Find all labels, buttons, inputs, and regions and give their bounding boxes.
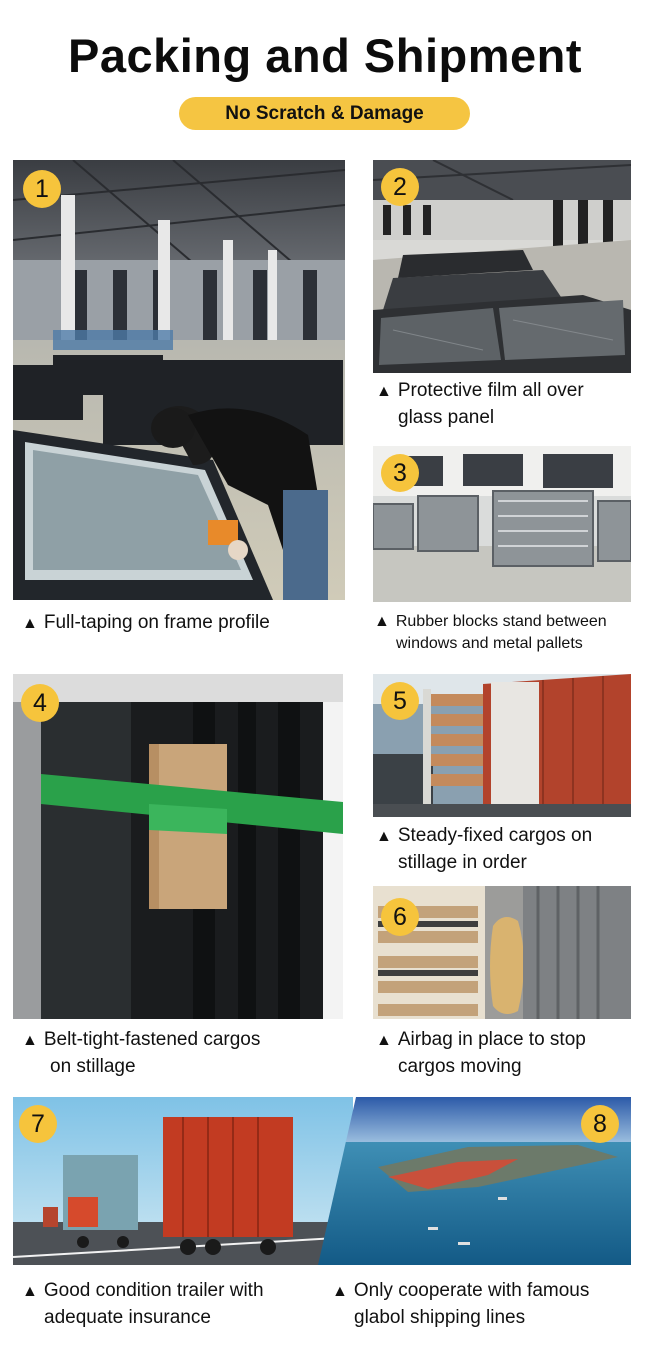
triangle-icon: ▲: [376, 383, 392, 400]
step-number-badge: 8: [581, 1105, 619, 1143]
caption-line: adequate insurance: [44, 1307, 211, 1328]
container-loading-illustration: [373, 674, 631, 817]
caption-line: Only cooperate with famous: [353, 1280, 590, 1301]
step-number-badge: 3: [381, 454, 419, 492]
photo-steady-fixed: 5: [373, 674, 631, 817]
caption-step-4: ▲ Belt-tight-fastened cargos on stillage: [22, 1027, 352, 1080]
caption-step-6: ▲ Airbag in place to stop cargos moving: [376, 1027, 641, 1080]
caption-step-7: ▲ Good condition trailer with adequate in…: [22, 1278, 322, 1331]
triangle-icon: ▲: [376, 828, 392, 845]
triangle-icon: ▲: [376, 1032, 392, 1049]
glass-panels-illustration: [373, 160, 631, 373]
warehouse-taping-illustration: [13, 160, 345, 600]
photo-belt-fastened: 4: [13, 674, 343, 1019]
caption-line: Full-taping on frame profile: [43, 612, 270, 633]
caption-line: Airbag in place to stop: [397, 1029, 586, 1050]
caption-line: Rubber blocks stand between: [395, 613, 607, 630]
triangle-icon: ▲: [374, 613, 390, 630]
triangle-icon: ▲: [332, 1283, 348, 1300]
port-aerial-illustration: [318, 1097, 631, 1265]
step-number-badge: 7: [19, 1105, 57, 1143]
caption-line: glabol shipping lines: [354, 1307, 526, 1328]
triangle-icon: ▲: [22, 1032, 38, 1049]
caption-step-3: ▲ Rubber blocks stand between windows and…: [374, 611, 644, 655]
caption-line: Good condition trailer with: [43, 1280, 264, 1301]
caption-step-8: ▲ Only cooperate with famous glabol shipp…: [332, 1278, 644, 1331]
step-number-badge: 4: [21, 684, 59, 722]
caption-line: glass panel: [398, 407, 495, 428]
caption-line: windows and metal pallets: [396, 635, 583, 652]
caption-line: Steady-fixed cargos on: [397, 825, 593, 846]
photo-airbag: 6: [373, 886, 631, 1019]
photo-protective-film: 2: [373, 160, 631, 373]
caption-step-5: ▲ Steady-fixed cargos on stillage in orde…: [376, 823, 641, 876]
photo-trailer: 7: [13, 1097, 353, 1265]
caption-line: Belt-tight-fastened cargos: [43, 1029, 261, 1050]
photo-shipping-lines: 8: [318, 1097, 631, 1265]
caption-line: stillage in order: [398, 852, 527, 873]
step-number-badge: 2: [381, 168, 419, 206]
photo-rubber-blocks: 3: [373, 446, 631, 602]
step-number-badge: 1: [23, 170, 61, 208]
photo-full-taping: 1: [13, 160, 345, 600]
step-number-badge: 6: [381, 898, 419, 936]
page-title: Packing and Shipment: [67, 29, 583, 82]
caption-step-1: ▲ Full-taping on frame profile: [22, 610, 352, 637]
caption-line: on stillage: [50, 1056, 136, 1077]
caption-line: Protective film all over: [397, 380, 584, 401]
caption-step-2: ▲ Protective film all over glass panel: [376, 378, 636, 431]
triangle-icon: ▲: [22, 1283, 38, 1300]
step-number-badge: 5: [381, 682, 419, 720]
subtitle-badge: No Scratch & Damage: [179, 97, 470, 130]
trucks-illustration: [13, 1097, 353, 1265]
belt-cardboard-illustration: [13, 674, 343, 1019]
triangle-icon: ▲: [22, 615, 38, 632]
caption-line: cargos moving: [398, 1056, 522, 1077]
